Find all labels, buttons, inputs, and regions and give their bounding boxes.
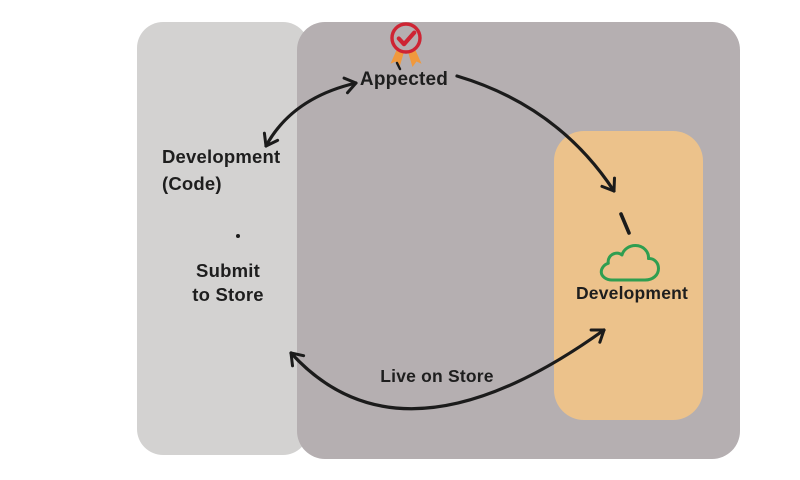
badge-check [396,30,417,47]
left-stage-panel [137,22,309,455]
node-label-development-code: Development (Code) [162,143,312,197]
dev-code-line1: Development [162,146,281,167]
cloud-outline [599,244,660,282]
dev-code-line2: (Code) [162,173,222,194]
node-label-submit-to-store: Submit to Store [156,259,300,307]
submit-line2: to Store [192,284,264,305]
badge-ribbon-right [408,49,422,67]
badge-circle [390,22,422,54]
edge-label-live-on-store: Live on Store [380,366,494,386]
node-label-approved: Appected [359,69,449,90]
submit-line1: Submit [196,260,260,281]
cloud-icon [599,244,660,282]
node-label-cloud-development: Development [575,283,689,303]
approval-badge-icon [390,22,422,67]
